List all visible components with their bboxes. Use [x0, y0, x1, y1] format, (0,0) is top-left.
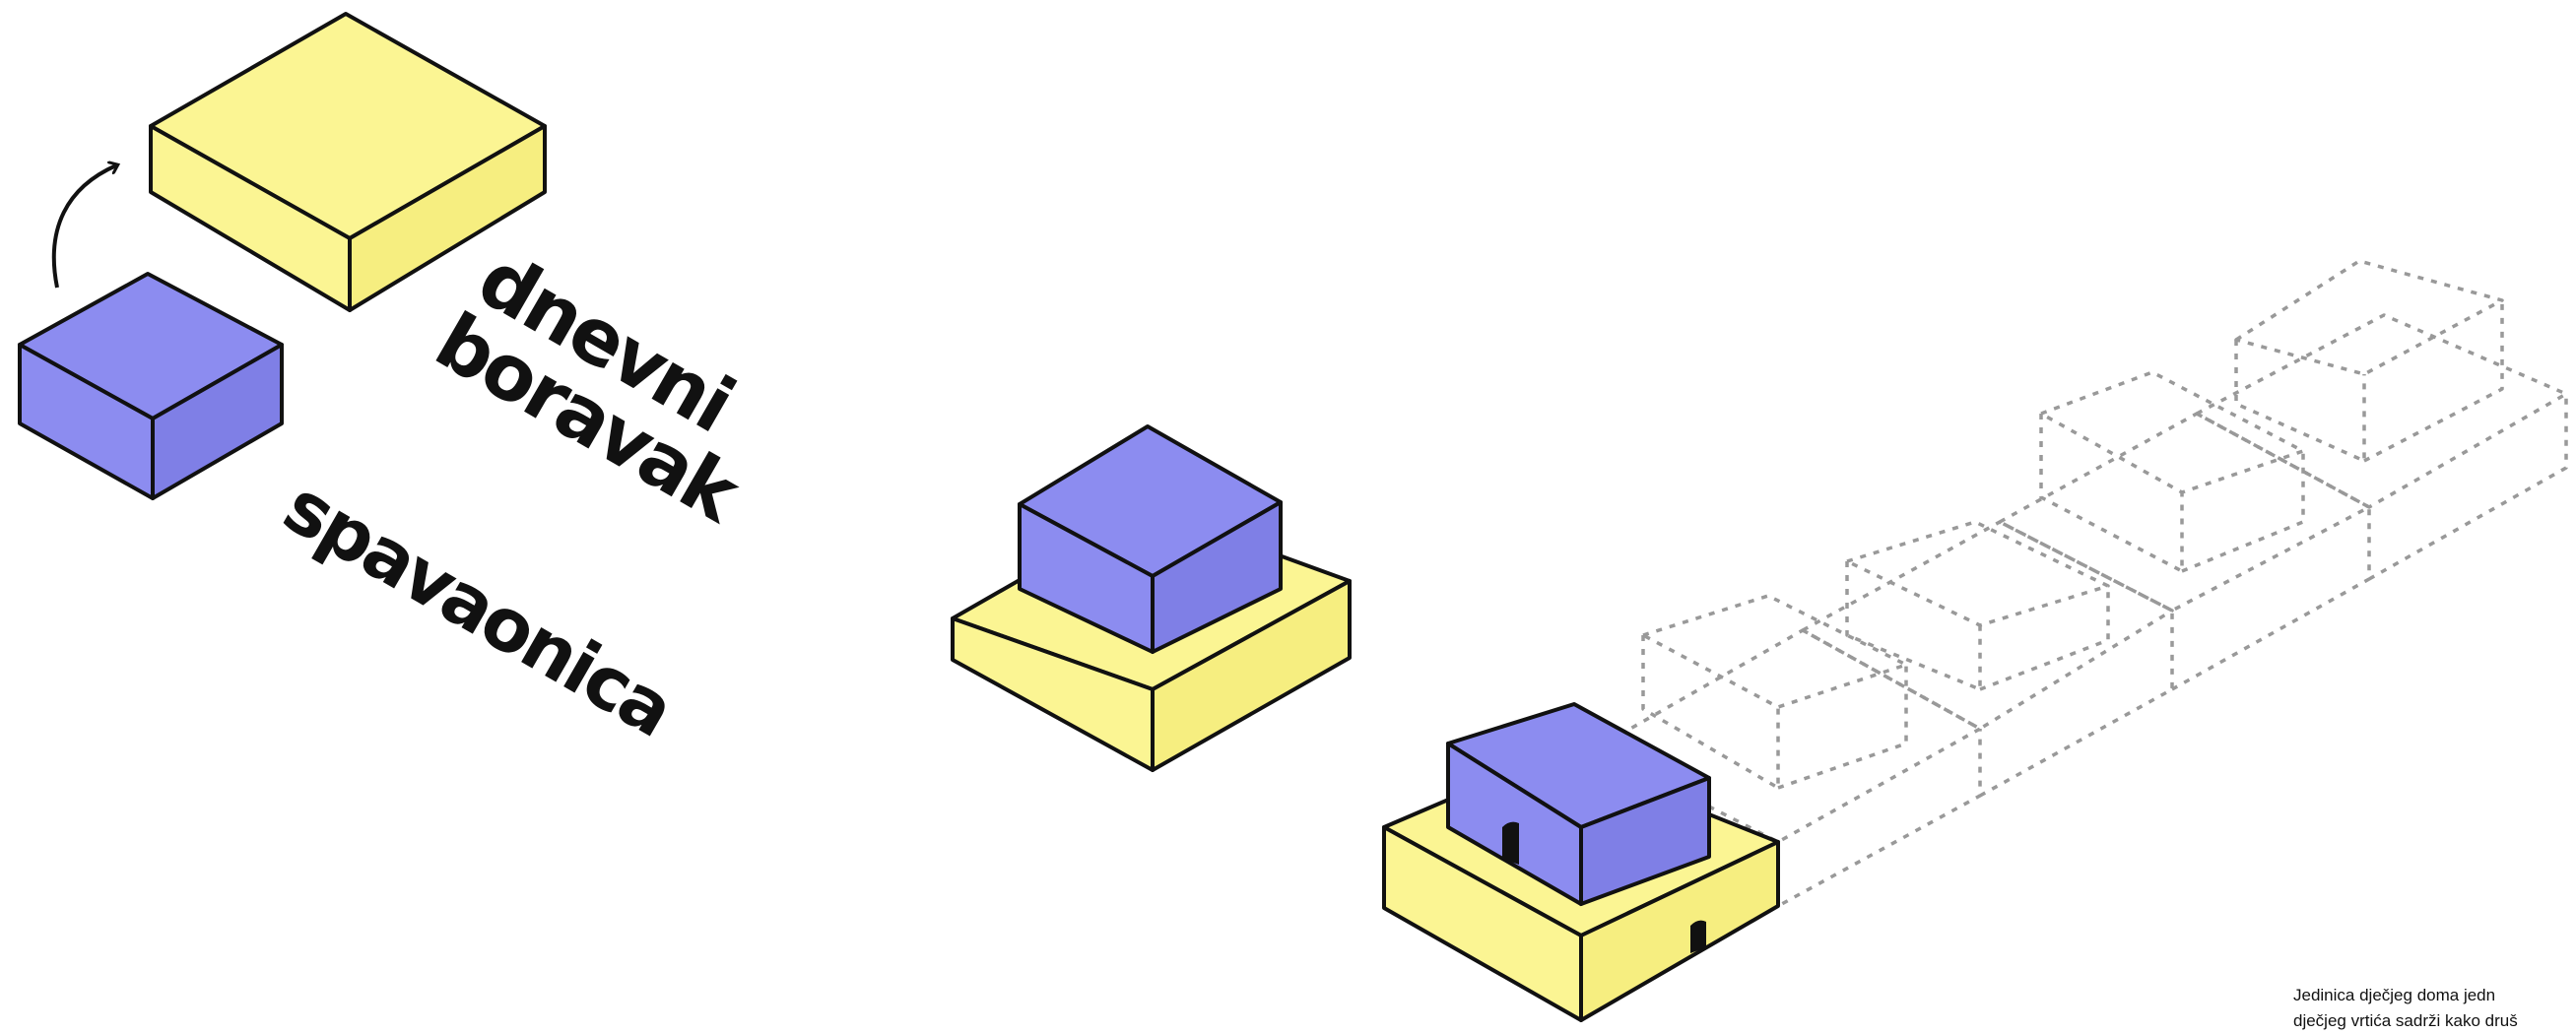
living-room-label: dnevni boravak: [421, 235, 755, 542]
bedroom-block: [18, 272, 284, 500]
caption-line-2: dječjeg vrtića sadrži kako druš: [2293, 1011, 2518, 1030]
stacked-unit-top: [1018, 424, 1283, 654]
ghost-base-2: [1801, 520, 2174, 798]
bedroom-label-text: spavaonica: [270, 464, 686, 752]
move-arrow: [51, 165, 116, 289]
door-icon: [1502, 821, 1519, 865]
ghost-units: [1594, 259, 2568, 908]
ghost-base-4: [2195, 313, 2568, 581]
stacked-unit: [951, 424, 1352, 772]
ghost-top-4: [2234, 259, 2504, 463]
front-unit: [1382, 702, 1780, 1022]
bedroom-label: spavaonica: [270, 464, 686, 752]
caption-text: Jedinica dječjeg doma jedn dječjeg vrtić…: [2293, 983, 2576, 1034]
ghost-top-2: [1845, 520, 2110, 691]
ghost-base-3: [1998, 412, 2371, 691]
front-unit-top: [1446, 702, 1711, 906]
caption-line-1: Jedinica dječjeg doma jedn: [2293, 986, 2496, 1004]
living-room-block: [149, 12, 547, 312]
door-icon: [1690, 920, 1706, 953]
ghost-top-3: [2039, 370, 2305, 573]
ghost-top-1: [1641, 594, 1908, 790]
